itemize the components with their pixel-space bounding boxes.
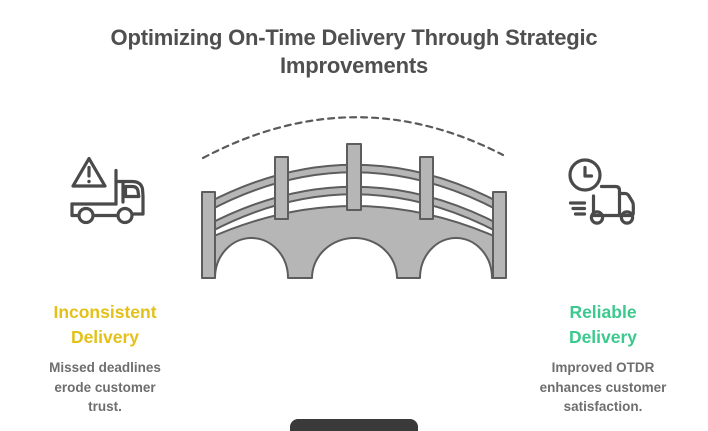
right-heading-line-2: Delivery (568, 326, 638, 347)
right-body-line-3: satisfaction. (563, 399, 643, 414)
right-body-line-2: enhances customer (539, 379, 667, 395)
left-heading: Inconsistent Delivery (25, 300, 185, 349)
title-line-2: Improvements (280, 53, 428, 78)
right-body-line-1: Improved OTDR (551, 360, 655, 375)
left-heading-line-2: Delivery (70, 326, 140, 347)
bridge-post (419, 156, 434, 220)
right-body-text: Improved OTDR enhances customer satisfac… (523, 358, 683, 417)
bridge-post (201, 191, 216, 279)
page-title: Optimizing On-Time Delivery Through Stra… (0, 24, 708, 80)
left-body-text: Missed deadlines erode customer trust. (25, 358, 185, 417)
bridge-body (204, 205, 504, 279)
title-line-1: Optimizing On-Time Delivery Through Stra… (110, 25, 598, 50)
left-body-line-1: Missed deadlines (49, 360, 161, 375)
left-heading-line-1: Inconsistent (53, 302, 157, 322)
left-body-line-2: erode customer (54, 379, 156, 395)
bridge-illustration (201, 116, 507, 279)
bridge-post (346, 143, 362, 211)
left-body-line-3: trust. (88, 399, 122, 414)
bridge-post (274, 156, 289, 220)
truck-clock-icon (568, 158, 635, 225)
bridge-post (492, 191, 507, 279)
dashed-arc (201, 116, 505, 160)
truck-warning-icon (70, 156, 145, 225)
watermark-bar (290, 419, 418, 431)
right-heading: Reliable Delivery (523, 300, 683, 349)
right-heading-line-1: Reliable (569, 302, 637, 322)
